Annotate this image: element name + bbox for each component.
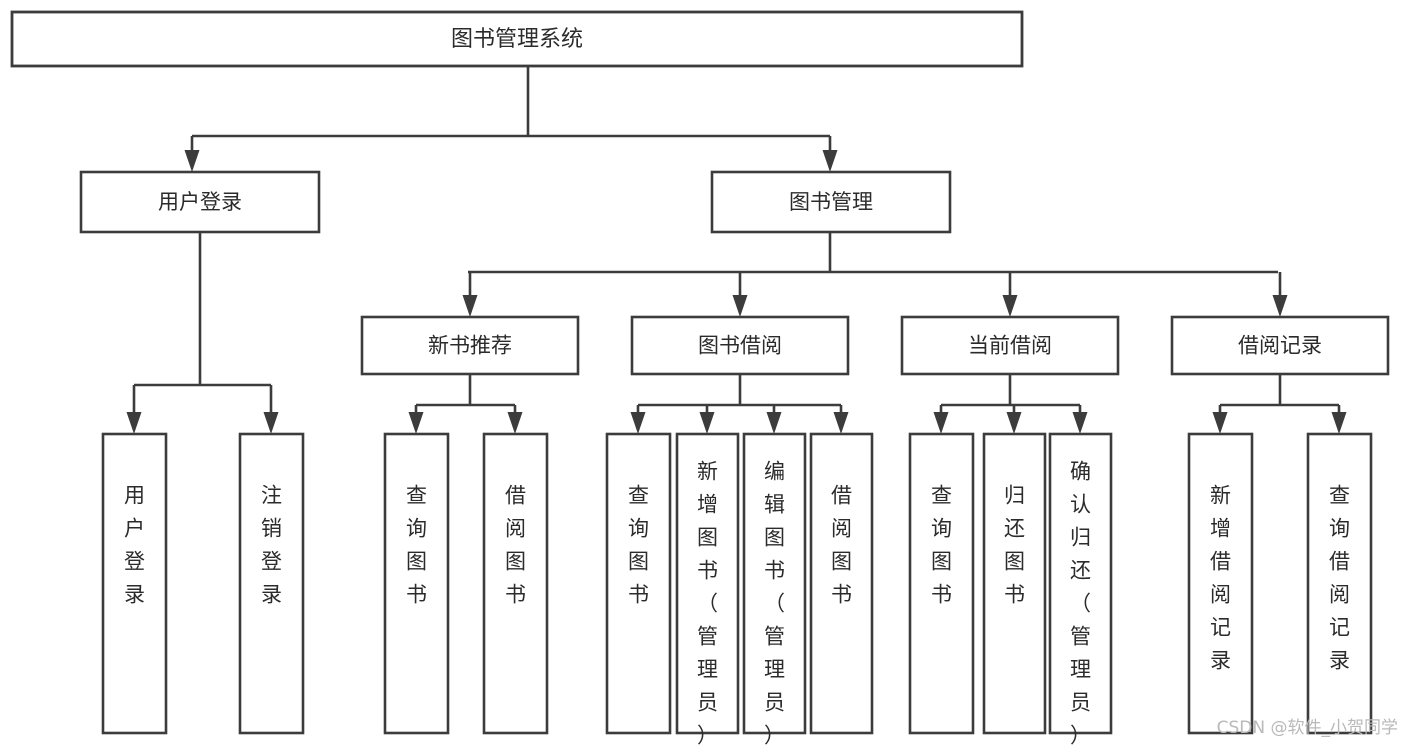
node-root-system-label: 图书管理系统 [451, 27, 583, 52]
node-leaf-edit-book[interactable]: 编辑图书（管理员） [742, 432, 807, 747]
arrow-leaf-user-login-0-head [126, 412, 142, 434]
node-leaf-user-login[interactable]: 用户登录 [101, 432, 168, 735]
node-leaf-query-book-1[interactable]: 查询图书 [383, 432, 450, 735]
node-leaf-query-book-1-box[interactable] [383, 432, 450, 735]
arrow-leaf-new-book-recommend-1-head [507, 412, 523, 434]
node-leaf-return-book[interactable]: 归还图书 [982, 432, 1047, 735]
node-leaf-query-book-2[interactable]: 查询图书 [605, 432, 672, 735]
node-leaf-user-logout-label: 注销登录 [261, 484, 282, 607]
node-leaf-return-book-box[interactable] [982, 432, 1047, 735]
arrow-leaf-book-borrow-0-head [630, 412, 646, 434]
node-leaf-user-login-box[interactable] [101, 432, 168, 735]
arrow-to-book-manage-head [822, 150, 838, 172]
node-leaf-query-book-3-box[interactable] [908, 432, 975, 735]
arrow-leaf-borrow-record-1-head [1331, 412, 1347, 434]
node-book-manage-label: 图书管理 [789, 190, 873, 214]
node-book-manage-box[interactable] [710, 170, 952, 234]
arrow-to-user-login-head [184, 150, 200, 172]
node-new-book-recommend-box[interactable] [360, 315, 580, 376]
node-user-login[interactable]: 用户登录 [79, 170, 321, 234]
arrow-leaf-current-borrow-0-head [933, 412, 949, 434]
arrow-leaf-current-borrow-1-head [1006, 412, 1022, 434]
node-user-login-box[interactable] [79, 170, 321, 234]
node-leaf-confirm-return-box[interactable] [1048, 432, 1113, 735]
node-leaf-user-logout[interactable]: 注销登录 [238, 432, 305, 735]
node-current-borrow-label: 当前借阅 [968, 334, 1052, 358]
arrow-to-new-book-recommend-head [462, 295, 478, 317]
node-leaf-borrow-book-1[interactable]: 借阅图书 [482, 432, 549, 735]
node-book-borrow-label: 图书借阅 [698, 334, 782, 358]
node-borrow-record-box[interactable] [1170, 315, 1390, 376]
node-leaf-query-borrow-record-label: 查询借阅记录 [1329, 484, 1350, 673]
node-leaf-query-book-2-label: 查询图书 [628, 484, 649, 607]
arrow-to-borrow-record-head [1272, 295, 1288, 317]
arrow-leaf-current-borrow-2-head [1072, 412, 1088, 434]
arrow-leaf-new-book-recommend-0-head [408, 412, 424, 434]
node-leaf-add-book-box[interactable] [675, 432, 740, 735]
arrow-to-book-borrow-head [732, 295, 748, 317]
node-book-borrow[interactable]: 图书借阅 [630, 315, 850, 376]
node-leaf-query-book-2-box[interactable] [605, 432, 672, 735]
node-leaf-borrow-book-1-label: 借阅图书 [505, 484, 526, 607]
node-leaf-add-borrow-record[interactable]: 新增借阅记录 [1187, 432, 1254, 735]
arrow-to-current-borrow-head [1002, 295, 1018, 317]
node-leaf-query-borrow-record-box[interactable] [1306, 432, 1373, 735]
node-leaf-borrow-book-2[interactable]: 借阅图书 [809, 432, 874, 735]
node-root-system-box[interactable] [10, 10, 1024, 68]
node-leaf-query-book-3[interactable]: 查询图书 [908, 432, 975, 735]
node-leaf-user-login-label: 用户登录 [124, 484, 145, 607]
node-leaf-borrow-book-2-box[interactable] [809, 432, 874, 735]
node-user-login-label: 用户登录 [158, 190, 242, 214]
node-borrow-record[interactable]: 借阅记录 [1170, 315, 1390, 376]
arrow-leaf-borrow-record-0-head [1212, 412, 1228, 434]
node-leaf-edit-book-label: 编辑图书（管理员） [764, 460, 785, 747]
connector-layer [126, 66, 1347, 434]
node-new-book-recommend[interactable]: 新书推荐 [360, 315, 580, 376]
arrow-leaf-book-borrow-2-head [766, 412, 782, 434]
node-leaf-query-book-1-label: 查询图书 [406, 484, 427, 607]
arrow-leaf-book-borrow-1-head [699, 412, 715, 434]
node-current-borrow[interactable]: 当前借阅 [900, 315, 1120, 376]
node-root-system[interactable]: 图书管理系统 [10, 10, 1024, 68]
node-leaf-add-borrow-record-box[interactable] [1187, 432, 1254, 735]
node-layer: 图书管理系统用户登录图书管理新书推荐图书借阅当前借阅借阅记录用户登录注销登录查询… [10, 10, 1390, 747]
node-book-borrow-box[interactable] [630, 315, 850, 376]
node-leaf-query-borrow-record[interactable]: 查询借阅记录 [1306, 432, 1373, 735]
node-leaf-query-book-3-label: 查询图书 [931, 484, 952, 607]
node-book-manage[interactable]: 图书管理 [710, 170, 952, 234]
node-leaf-add-book[interactable]: 新增图书（管理员） [675, 432, 740, 747]
csdn-watermark: CSDN @软件_小贺同学 [1217, 718, 1398, 738]
node-leaf-borrow-book-2-label: 借阅图书 [831, 484, 852, 607]
node-new-book-recommend-label: 新书推荐 [428, 334, 512, 358]
node-current-borrow-box[interactable] [900, 315, 1120, 376]
node-leaf-add-borrow-record-label: 新增借阅记录 [1210, 484, 1231, 673]
node-leaf-confirm-return[interactable]: 确认归还（管理员） [1048, 432, 1113, 747]
node-leaf-edit-book-box[interactable] [742, 432, 807, 735]
node-leaf-confirm-return-label: 确认归还（管理员） [1070, 460, 1091, 747]
node-leaf-borrow-book-1-box[interactable] [482, 432, 549, 735]
node-leaf-user-logout-box[interactable] [238, 432, 305, 735]
arrow-leaf-book-borrow-3-head [833, 412, 849, 434]
node-borrow-record-label: 借阅记录 [1238, 334, 1322, 358]
node-leaf-add-book-label: 新增图书（管理员） [697, 460, 718, 747]
arrow-leaf-user-login-1-head [263, 412, 279, 434]
node-leaf-return-book-label: 归还图书 [1004, 484, 1025, 607]
